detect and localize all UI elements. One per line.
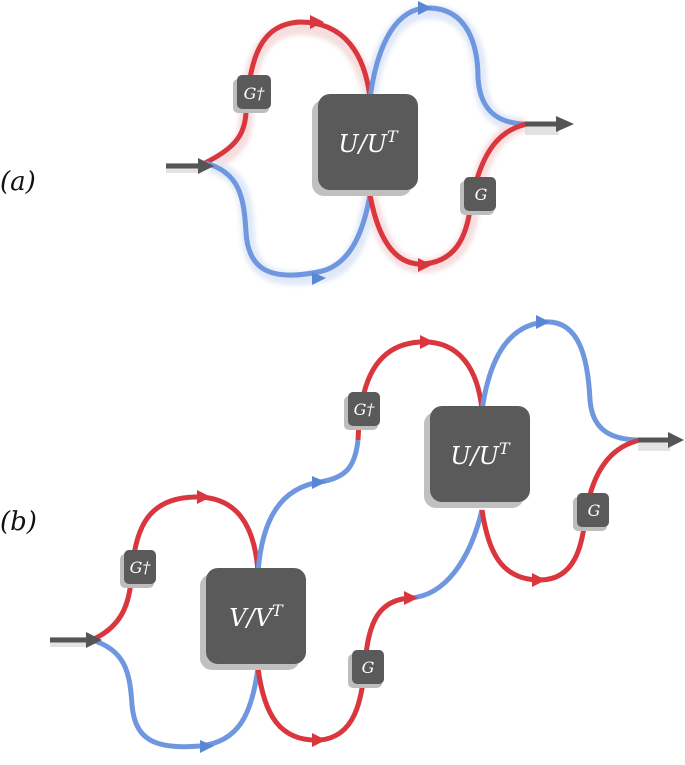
red-arrowhead [418, 258, 432, 272]
unitary-box: U/UT [312, 94, 418, 196]
blue-arrowhead [312, 272, 326, 285]
panel-b-label: (b) [0, 507, 37, 537]
blue-arrowhead [200, 740, 214, 753]
g-label-right: G [588, 501, 601, 520]
g-dagger-box-right: G† [344, 392, 380, 430]
red-arrowhead [420, 335, 434, 349]
red-arrowhead [310, 15, 324, 29]
blue-path-upper-right [367, 5, 528, 127]
g-label-middle: G [362, 658, 375, 677]
u-box-label: U/UT [450, 439, 511, 470]
blue-arrowhead [418, 1, 432, 15]
output-arrow-b [638, 432, 684, 451]
output-arrow [525, 116, 574, 135]
red-path-lower-right [367, 121, 528, 267]
u-box: U/UT [424, 406, 530, 508]
red-arrowhead [532, 573, 546, 587]
g-box: G [460, 177, 496, 215]
input-arrow-b [50, 632, 102, 648]
input-arrow [166, 158, 214, 174]
blue-path-b-upper-right [479, 319, 641, 443]
g-dagger-label: G† [244, 84, 266, 103]
g-dagger-box: G† [233, 75, 271, 113]
blue-path-b-mid-lower [409, 509, 485, 601]
v-box-label: V/VT [229, 601, 284, 632]
v-box: V/VT [200, 568, 306, 670]
red-arrowhead [404, 591, 418, 605]
red-path-b-mid-lower [255, 595, 411, 743]
blue-path-b-mid-upper [255, 439, 361, 573]
blue-path-lower-left [204, 160, 373, 278]
red-arrowhead [197, 490, 211, 504]
g-label: G [475, 185, 488, 204]
g-box-middle: G [348, 650, 384, 688]
panel-a-label: (a) [0, 167, 36, 197]
red-path-upper-left [203, 19, 373, 166]
panel-a: (a) G [0, 1, 574, 286]
blue-arrowhead [312, 476, 326, 489]
blue-arrowhead [536, 315, 550, 329]
g-dagger-label-right: G† [354, 400, 376, 419]
red-path-b-upper-left [90, 494, 261, 643]
blue-path-b-lower-left [91, 637, 261, 750]
red-arrowhead [312, 733, 326, 747]
red-path-b-lower-right [479, 437, 641, 583]
g-dagger-box-left: G† [120, 550, 156, 588]
panel-b: (b) [0, 315, 684, 753]
g-box-right: G [573, 493, 609, 531]
g-dagger-label-left: G† [130, 558, 152, 577]
unitary-label: U/UT [338, 127, 399, 158]
